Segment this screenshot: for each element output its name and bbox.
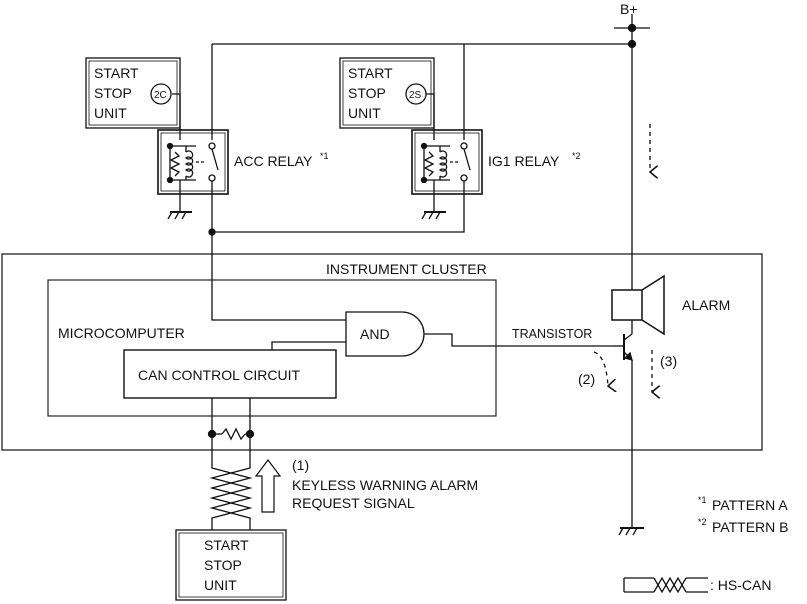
legend-mark-a: *1 xyxy=(698,495,707,505)
ig1-contact-bottom xyxy=(460,174,468,182)
microcomputer-label: MICROCOMPUTER xyxy=(58,325,185,341)
acc-relay-box xyxy=(157,129,229,195)
can-control-circuit-label: CAN CONTROL CIRCUIT xyxy=(138,367,300,383)
acc-relay-label: ACC RELAY xyxy=(234,153,313,169)
alarm-label: ALARM xyxy=(682,297,730,313)
flow-1-label: (1) xyxy=(292,457,309,473)
and-to-transistor-wire xyxy=(424,333,614,347)
instrument-cluster-title: INSTRUMENT CLUSTER xyxy=(326,261,487,277)
ig1-resistor xyxy=(423,151,435,177)
hs-can-legend-twist-a xyxy=(653,576,687,594)
flow-3-label: (3) xyxy=(660,353,677,369)
ssu-bottom-box xyxy=(175,529,287,601)
can-control-circuit-box xyxy=(123,349,337,399)
signal-line2: REQUEST SIGNAL xyxy=(292,495,415,511)
can-to-and-wire xyxy=(271,341,346,350)
alarm-speaker-cone xyxy=(641,274,665,336)
acc-relay-box-inner xyxy=(160,132,226,192)
legend-pattern-b: PATTERN B xyxy=(712,519,789,535)
ssu-ig1-box-inner xyxy=(342,60,432,126)
acc-switch-arm xyxy=(211,148,219,171)
ssu-acc-coil-wire xyxy=(172,93,181,140)
transistor-emitter-arrow xyxy=(623,351,633,361)
can-twist-b xyxy=(209,448,253,530)
b-plus-junction xyxy=(627,23,637,33)
ssu-acc-box xyxy=(85,57,181,129)
relay-to-and-wire xyxy=(211,232,346,321)
termination-resistor xyxy=(221,427,246,441)
microcomputer-box xyxy=(47,279,497,417)
ssu-bottom-line1: START xyxy=(204,537,249,553)
acc-coil xyxy=(185,150,194,178)
ssu-ig1-line1: START xyxy=(348,65,393,81)
ssu-acc-box-inner xyxy=(88,60,178,126)
acc-contact-bottom xyxy=(208,174,216,182)
acc-contact-top xyxy=(208,142,216,150)
legend-hs-can: : HS-CAN xyxy=(710,577,771,593)
signal-direction-arrow xyxy=(254,459,282,513)
ig1-relay-label: IG1 RELAY xyxy=(488,153,560,169)
current-flow-2-arrow xyxy=(593,351,608,386)
ssu-ig1-box xyxy=(339,57,435,129)
ig1-coil xyxy=(439,150,448,178)
transistor-label: TRANSISTOR xyxy=(512,327,592,341)
acc-resistor xyxy=(169,151,181,177)
ssu-bottom-box-inner xyxy=(178,532,284,598)
ig1-switch-arm xyxy=(463,148,471,171)
instrument-cluster-box xyxy=(1,253,763,451)
b-plus-label: B+ xyxy=(620,1,638,17)
and-gate xyxy=(345,311,425,357)
ssu-bottom-line3: UNIT xyxy=(204,577,237,593)
transistor-collector xyxy=(623,333,633,341)
ssu-ig1-line2: STOP xyxy=(348,85,386,101)
acc-relay-mark: *1 xyxy=(320,151,329,161)
ssu-acc-line3: UNIT xyxy=(94,105,127,121)
ig1-contact-top xyxy=(460,142,468,150)
ig1-relay-box-inner xyxy=(414,132,480,192)
hs-can-legend-twist-b xyxy=(653,576,687,594)
ssu-acc-line2: STOP xyxy=(94,85,132,101)
ssu-ig1-coil-wire xyxy=(426,93,435,140)
ssu-ig1-line3: UNIT xyxy=(348,105,381,121)
alarm-speaker-body xyxy=(611,289,643,321)
legend-pattern-a: PATTERN A xyxy=(712,497,788,513)
ssu-acc-connector xyxy=(150,83,172,105)
flow-2-label: (2) xyxy=(578,371,595,387)
ssu-ig1-connector-label: 2S xyxy=(409,90,422,101)
ssu-acc-connector-label: 2C xyxy=(154,90,167,101)
legend-mark-b: *2 xyxy=(698,517,707,527)
ig1-relay-box xyxy=(411,129,483,195)
ssu-acc-line1: START xyxy=(94,65,139,81)
signal-line1: KEYLESS WARNING ALARM xyxy=(292,477,478,493)
ig1-output-wire xyxy=(212,181,465,233)
ssu-bottom-line2: STOP xyxy=(204,557,242,573)
ig1-relay-mark: *2 xyxy=(572,151,581,161)
and-gate-label: AND xyxy=(360,326,390,342)
